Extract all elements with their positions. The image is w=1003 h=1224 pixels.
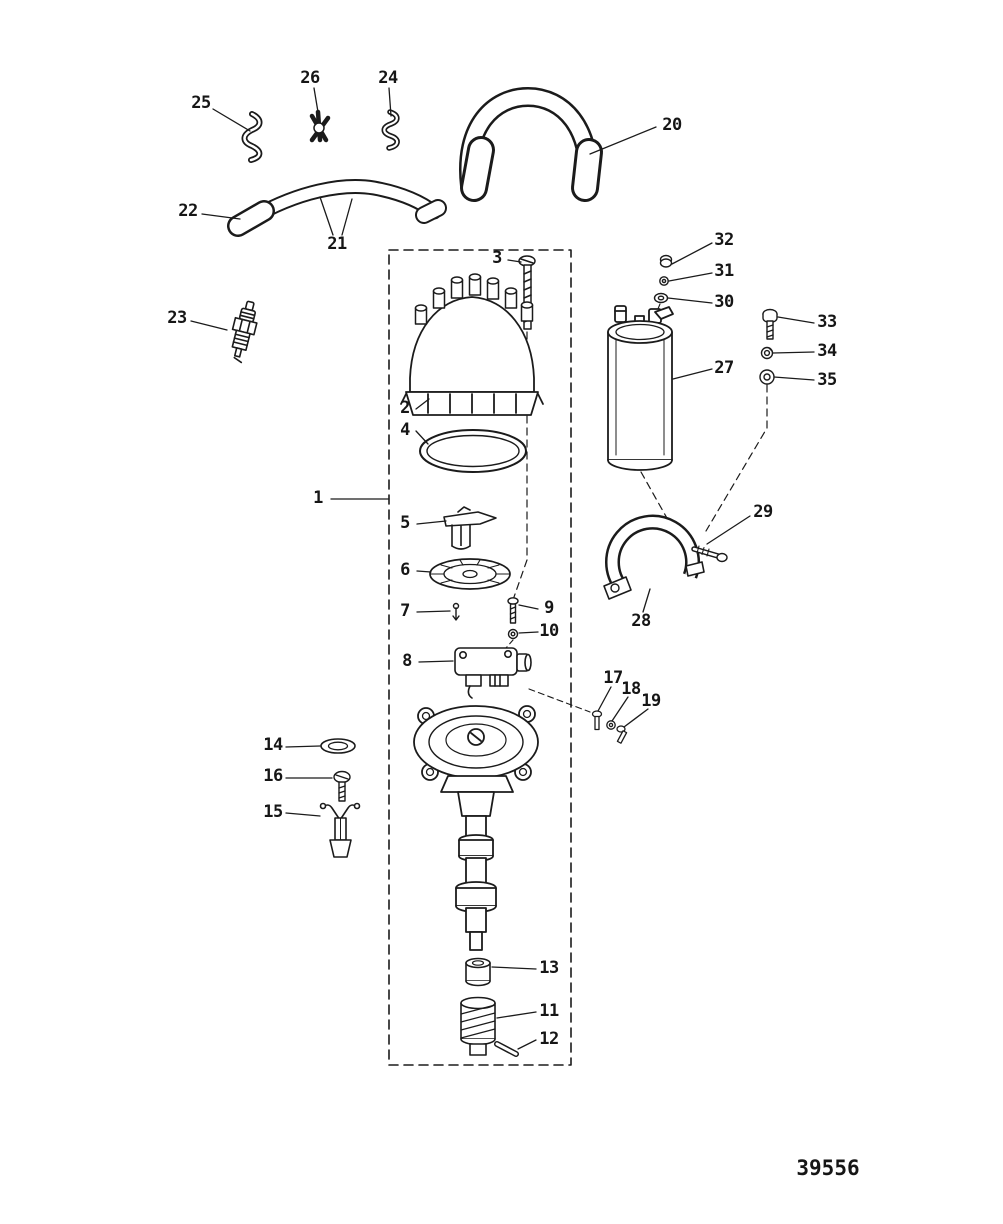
alignment-dash-17 — [528, 688, 591, 713]
callout-25: 25 — [191, 93, 211, 113]
callout-5: 5 — [400, 513, 410, 533]
callout-26: 26 — [300, 68, 320, 88]
callout-11: 11 — [539, 1001, 559, 1021]
distributor-cap — [400, 273, 544, 416]
callout-17: 17 — [603, 668, 623, 688]
callout-13: 13 — [539, 958, 559, 978]
washer-14 — [320, 738, 356, 754]
callout-20: 20 — [662, 115, 682, 135]
callout-35: 35 — [817, 370, 837, 390]
callout-22: 22 — [178, 201, 198, 221]
trigger-wheel — [429, 558, 511, 590]
wire-retainer-clip-26 — [309, 109, 331, 143]
callout-34: 34 — [817, 341, 837, 361]
alignment-dash-coil — [640, 471, 669, 521]
ignition-coil — [607, 305, 674, 471]
rotor — [443, 506, 497, 550]
roll-pin — [494, 1041, 519, 1057]
callout-6: 6 — [400, 560, 410, 580]
callout-19: 19 — [641, 691, 661, 711]
callout-32: 32 — [714, 230, 734, 250]
callout-27: 27 — [714, 358, 734, 378]
callout-9: 9 — [544, 598, 554, 618]
flat-washer-35 — [759, 369, 775, 385]
wire-clamp-15 — [319, 802, 361, 858]
callout-3: 3 — [492, 248, 502, 268]
callout-18: 18 — [621, 679, 641, 699]
screw-19 — [616, 725, 628, 744]
bracket-screw-29 — [691, 545, 728, 563]
alignment-dash-10 — [505, 639, 514, 649]
spark-plug-wire-21-22 — [227, 179, 447, 237]
wire-retainer-clip-24 — [381, 109, 400, 151]
wire-retainer-clip-25 — [241, 111, 263, 163]
callout-16: 16 — [263, 766, 283, 786]
callout-12: 12 — [539, 1029, 559, 1049]
callout-33: 33 — [817, 312, 837, 332]
callout-24: 24 — [378, 68, 398, 88]
pin-7 — [452, 602, 460, 621]
callout-leader-lines — [190, 87, 815, 1050]
callout-2: 2 — [400, 398, 410, 418]
callout-10: 10 — [539, 621, 559, 641]
distributor-housing — [413, 705, 539, 951]
coil-bracket — [603, 514, 705, 600]
cap-gasket-oring — [419, 429, 527, 473]
sensor-module — [454, 647, 532, 699]
bushing — [465, 957, 491, 987]
assembly-boundary-box — [388, 249, 572, 1066]
callout-21: 21 — [327, 234, 347, 254]
screw-17 — [591, 710, 603, 731]
callout-28: 28 — [631, 611, 651, 631]
nut-18 — [606, 720, 616, 730]
callout-14: 14 — [263, 735, 283, 755]
callout-31: 31 — [714, 261, 734, 281]
spark-plug — [231, 300, 258, 364]
callout-8: 8 — [402, 651, 412, 671]
callout-30: 30 — [714, 292, 734, 312]
callout-1: 1 — [313, 488, 323, 508]
lock-washer-34 — [760, 346, 774, 360]
callout-7: 7 — [400, 601, 410, 621]
figure-number: 39556 — [796, 1156, 860, 1180]
nut-32 — [659, 254, 673, 268]
callout-29: 29 — [753, 502, 773, 522]
screw-16 — [333, 770, 351, 802]
washer-30 — [653, 292, 669, 304]
callout-23: 23 — [167, 308, 187, 328]
washer-10 — [507, 628, 519, 640]
washer-31 — [659, 276, 669, 286]
spark-plug-wire-20 — [459, 87, 603, 202]
drive-gear — [460, 996, 496, 1056]
callout-4: 4 — [400, 420, 410, 440]
alignment-dash-35 — [705, 384, 768, 532]
callout-15: 15 — [263, 802, 283, 822]
module-screw-9 — [507, 597, 519, 624]
bracket-screw-33 — [762, 308, 778, 340]
